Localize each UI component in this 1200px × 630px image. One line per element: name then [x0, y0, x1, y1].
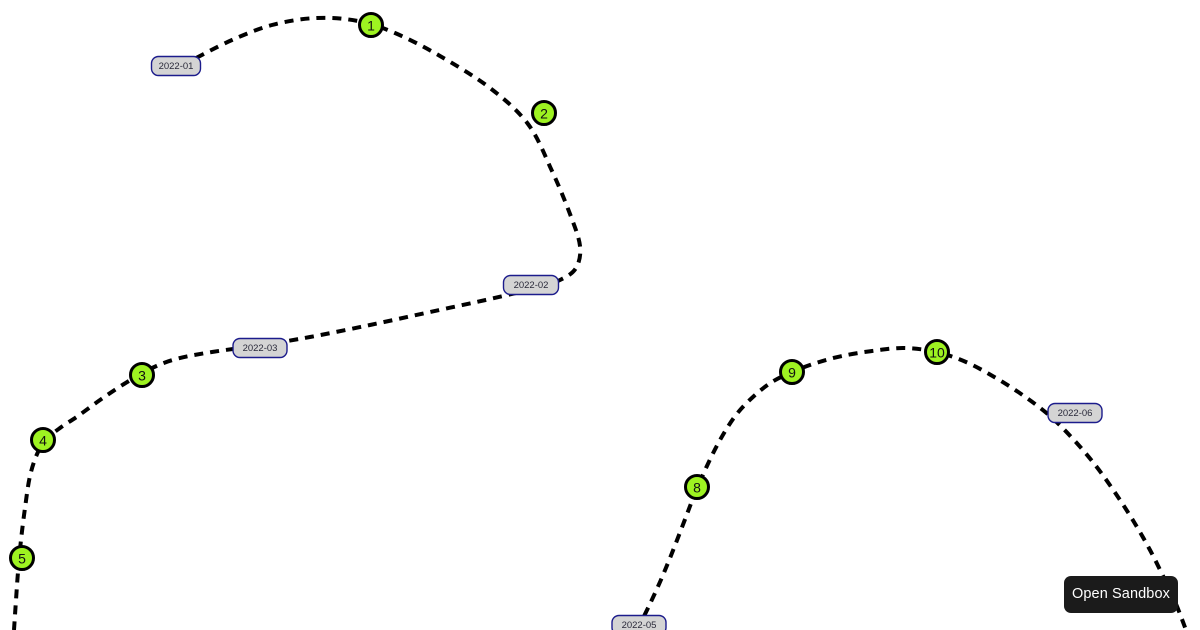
date-marker[interactable]: 2022-06 — [1047, 402, 1103, 424]
date-marker-layer: 2022-01 2022-02 2022-03 2022-05 2022-06 — [150, 55, 1103, 630]
timeline-node[interactable]: 4 — [30, 427, 56, 453]
timeline-node-circle — [30, 427, 56, 453]
timeline-curve — [12, 15, 583, 630]
timeline-node-circle — [129, 362, 155, 388]
date-marker[interactable]: 2022-02 — [502, 274, 560, 296]
timeline-node-circle — [531, 100, 557, 126]
date-marker[interactable]: 2022-01 — [150, 55, 202, 77]
timeline-node-circle — [684, 474, 710, 500]
curve-layer — [12, 15, 1188, 630]
timeline-node[interactable]: 10 — [924, 339, 950, 365]
timeline-node[interactable]: 2 — [531, 100, 557, 126]
node-layer: 1 2 3 4 5 8 9 10 — [9, 12, 950, 571]
timeline-node-circle — [924, 339, 950, 365]
date-marker-box — [502, 274, 560, 296]
timeline-node[interactable]: 9 — [779, 359, 805, 385]
timeline-node-circle — [9, 545, 35, 571]
date-marker[interactable]: 2022-03 — [232, 337, 288, 359]
timeline-node[interactable]: 3 — [129, 362, 155, 388]
timeline-node[interactable]: 1 — [358, 12, 384, 38]
date-marker-box — [1047, 402, 1103, 424]
timeline-node-circle — [358, 12, 384, 38]
timeline-curve — [635, 345, 1188, 630]
timeline-node[interactable]: 5 — [9, 545, 35, 571]
date-marker[interactable]: 2022-05 — [611, 614, 667, 630]
date-marker-box — [611, 614, 667, 630]
date-marker-box — [150, 55, 202, 77]
timeline-node[interactable]: 8 — [684, 474, 710, 500]
date-marker-box — [232, 337, 288, 359]
timeline-node-circle — [779, 359, 805, 385]
open-sandbox-button[interactable]: Open Sandbox — [1064, 576, 1178, 613]
